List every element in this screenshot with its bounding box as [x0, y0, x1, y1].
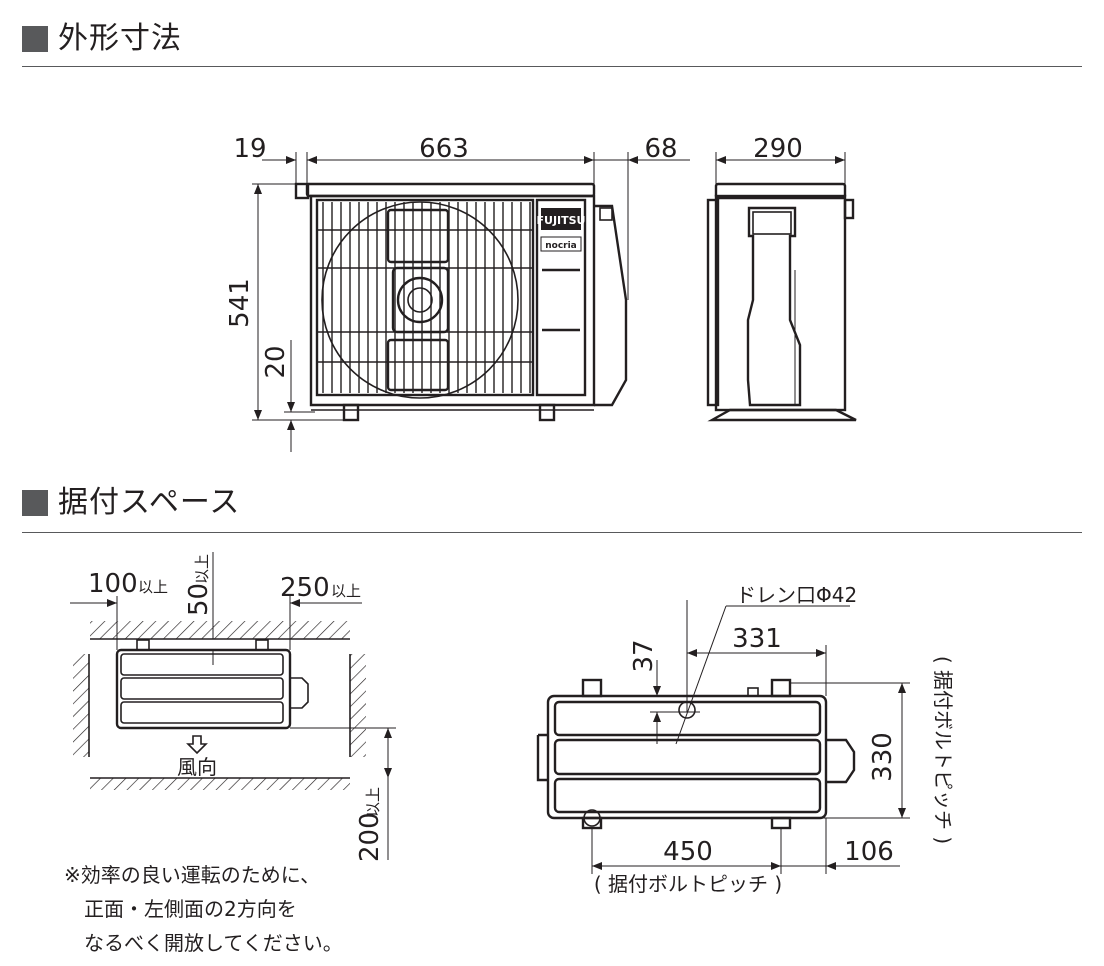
section-header-dimensions: 外形寸法: [22, 24, 182, 54]
dim-106: 106: [844, 837, 894, 867]
dim-front-space: 200: [355, 812, 385, 862]
fan-grille: [317, 201, 533, 399]
note-line: ※効率の良い運転のために、: [64, 863, 321, 887]
dim-depth: 290: [753, 134, 803, 164]
dim-450: 450: [663, 837, 713, 867]
dim-height: 541: [225, 278, 255, 328]
divider: [22, 66, 1082, 67]
note-line: なるべく開放してください。: [84, 931, 343, 955]
section-header-install-space: 据付スペース: [22, 488, 240, 518]
drain-label: ドレン口Φ42: [736, 583, 857, 607]
note-line: 正面・左側面の2方向を: [84, 897, 297, 921]
dim-right: 68: [644, 134, 677, 164]
square-bullet-icon: [22, 490, 48, 516]
brand-logo: FUJITSU: [537, 214, 586, 227]
wind-arrow-icon: [186, 735, 208, 755]
section-title-install-space: 据付スペース: [58, 485, 241, 520]
dim-37: 37: [629, 639, 659, 672]
dim-right-suffix: 以上: [331, 582, 361, 600]
pitch-horizontal-label: ( 据付ボルトピッチ ): [594, 872, 782, 896]
base-view: ドレン口Φ42 37 331 330 ( 据付ボルトピッチ ) 450 106 …: [536, 583, 955, 896]
dim-right-space: 250: [280, 573, 330, 603]
model-logo: nocria: [545, 241, 577, 251]
dim-left: 19: [233, 134, 266, 164]
dim-width: 663: [419, 134, 469, 164]
section-title-dimensions: 外形寸法: [58, 21, 182, 56]
dim-back-space: 50: [184, 583, 214, 616]
install-space-view: 100 以上 250 以上 50 以上 200 以上 風向: [70, 552, 396, 862]
dim-330: 330: [868, 732, 898, 782]
square-bullet-icon: [22, 26, 48, 52]
side-view: 290: [706, 134, 857, 422]
dim-331: 331: [732, 624, 782, 654]
front-view: 19 663 68 541 20 FUJITSU nocria: [225, 134, 690, 452]
dim-left-suffix: 以上: [138, 578, 168, 596]
dim-left-space: 100: [88, 569, 138, 599]
dim-foot: 20: [261, 345, 291, 378]
pitch-vertical-label: ( 据付ボルトピッチ ): [931, 656, 955, 844]
dim-front-suffix: 以上: [364, 787, 382, 817]
divider: [22, 532, 1082, 533]
installation-note: ※効率の良い運転のために、 正面・左側面の2方向を なるべく開放してください。: [64, 858, 343, 960]
dim-back-suffix: 以上: [193, 554, 211, 584]
wind-label: 風向: [177, 755, 217, 779]
